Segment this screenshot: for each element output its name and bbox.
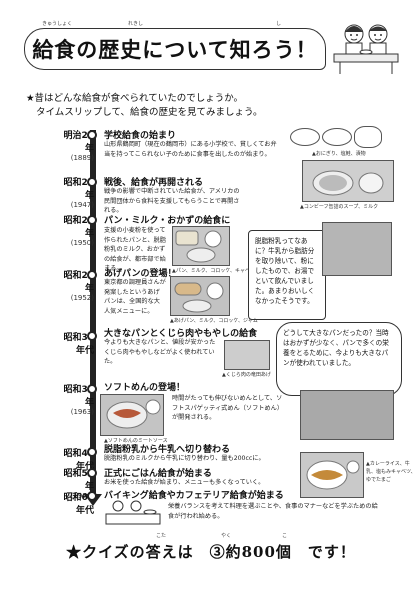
answer-ruby-yaku: やく xyxy=(221,533,232,539)
event-desc-s51: お米を使った給食が始まり、メニューも多くなっていく。 xyxy=(104,479,265,486)
era-meiji-22: 明治22年(1889) xyxy=(63,131,94,162)
title-ruby-rekishi: れきし xyxy=(128,21,144,27)
event-title-s22: 戦後、給食が再開される xyxy=(104,178,204,188)
event-desc-s27: 東京都の調理員さんが発案したというあげパンは、全国的な大人気メニューに。 xyxy=(104,279,166,315)
event-title-s25: パン・ミルク・おかずの給食に xyxy=(104,216,231,226)
photo-s38-softmen xyxy=(100,394,164,436)
intro-text: ★昔はどんな給食が食べられていたのでしょうか。 タイムスリップして、給食の歴史を… xyxy=(26,92,262,120)
event-desc-s60: 栄養バランスを考えて料理を選ぶことや、食事のマナーなどを学ぶための給食が行われ始… xyxy=(168,503,378,520)
timeline-dot xyxy=(87,130,97,140)
note-big-bread: どうして大きなパンだったの？当時はおかずが少なく、パンで多くの栄養をとるために、… xyxy=(276,322,402,396)
event-title-s60: バイキング給食やカフェテリア給食が始まる xyxy=(104,491,284,501)
answer-ruby-ko: こ xyxy=(282,533,288,539)
answer-ruby-kotae: こた xyxy=(156,533,167,539)
era-showa-38: 昭和38年(1963) xyxy=(63,385,94,416)
intro-line-2: タイムスリップして、給食の歴史を見てみましょう。 xyxy=(36,107,263,118)
pickles-illustration xyxy=(354,126,382,148)
timeline-dot xyxy=(87,270,97,280)
quiz-answer: ★クイズの答えは ③約800個 です！ xyxy=(66,542,356,561)
caption-s51: ▲カレーライス、牛乳、塩もみキャベツ、ゆでたまご xyxy=(366,461,416,483)
photo-s51-curry xyxy=(300,452,364,498)
event-title-s38: ソフトめんの登場！ xyxy=(104,383,186,393)
photo-s27-agepan xyxy=(170,276,230,316)
caption-s27: ▲あげパン、ミルク、コロッケ、ジャム xyxy=(170,318,258,324)
era-showa-40s: 昭和40年代 xyxy=(63,449,94,472)
onigiri-illustration xyxy=(290,128,320,146)
title-ruby-kyushoku: きゅうしょく xyxy=(42,21,73,27)
event-desc-s22: 戦争の影響で中断されていた給食が、アメリカの民間団体から食料を支援してもらうこと… xyxy=(104,188,240,214)
caption-s25: ▲パン、ミルク、コロッケ、キャベツ xyxy=(172,268,255,274)
timeline-bar xyxy=(90,130,96,498)
timeline-dot xyxy=(87,447,97,457)
page-title: 給食の歴史について知ろう！ xyxy=(32,37,318,62)
photo-s30-whale xyxy=(224,340,270,370)
era-showa-27: 昭和27年(1952) xyxy=(63,271,94,302)
salmon-illustration xyxy=(322,128,352,146)
buffet-illustration xyxy=(105,500,161,525)
event-title-s30: 大きなパンとくじら肉やもやしの給食 xyxy=(104,329,258,339)
timeline-dot xyxy=(87,177,97,187)
timeline-dot xyxy=(87,384,97,394)
timeline-dot xyxy=(87,468,97,478)
event-title-meiji: 学校給食の始まり xyxy=(104,131,177,141)
event-desc-s30: 今よりも大きなパンと、値段が安かったくじら肉やもやしなどがよく使われていた。 xyxy=(104,339,216,365)
photo-s22-soup xyxy=(302,160,394,202)
event-desc-s40: 脱脂粉乳のミルクから牛乳に切り替わり、量も200ccに。 xyxy=(104,455,265,462)
photo-children-eating xyxy=(300,390,394,440)
caption-s30: ▲くじら肉の竜田あげ xyxy=(222,372,271,378)
caption-s38: ▲ソフトめんのミートソース xyxy=(104,438,168,444)
timeline-dot xyxy=(87,215,97,225)
era-showa-30s: 昭和30年代 xyxy=(63,333,94,356)
photo-s25-tray xyxy=(172,226,230,266)
event-desc-meiji: 山形県鶴岡町（現在の鶴岡市）にある小学校で、貧しくてお弁当を持ってこられない子の… xyxy=(104,141,277,158)
event-desc-s38: 時間がたっても伸びないめんとして、ソフトスパゲッティ式めん（ソフトめん）が開発さ… xyxy=(172,395,284,421)
caption-s22: ▲コンビーフ缶詰のスープ、ミルク xyxy=(300,204,379,210)
era-showa-25: 昭和25年(1950) xyxy=(63,216,94,247)
photo-milk-powder xyxy=(322,222,392,276)
event-desc-s25: 支援の小麦粉を使って作られたパンと、脱脂粉乳のミルク、おかずの給食が、都市部で始… xyxy=(104,227,166,272)
event-title-s27: あげパンの登場！ xyxy=(104,269,177,279)
intro-line-1: ★昔はどんな給食が食べられていたのでしょうか。 xyxy=(26,93,244,104)
timeline-dot xyxy=(87,331,97,341)
title-ruby-shi: し xyxy=(276,21,282,27)
era-showa-51: 昭和51年(1976) xyxy=(63,469,94,500)
event-title-s51: 正式にごはん給食が始まる xyxy=(104,469,212,479)
note-dasshi-funnyu: 脱脂粉乳ってなあに？牛乳から脂肪分を取り除いて、粉にしたもので、お湯でといて飲ん… xyxy=(248,230,326,320)
era-showa-22: 昭和22年(1947) xyxy=(63,178,94,209)
children-eating-illustration xyxy=(333,24,399,74)
title-frame: 給食の歴史について知ろう！ xyxy=(24,28,326,70)
caption-meiji: ▲おにぎり、塩鮭、漬物 xyxy=(312,151,366,157)
era-showa-60s: 昭和60年代 xyxy=(63,493,94,516)
timeline-dot xyxy=(87,491,97,501)
event-title-s40: 脱脂粉乳から牛乳へ切り替わる xyxy=(104,445,231,455)
